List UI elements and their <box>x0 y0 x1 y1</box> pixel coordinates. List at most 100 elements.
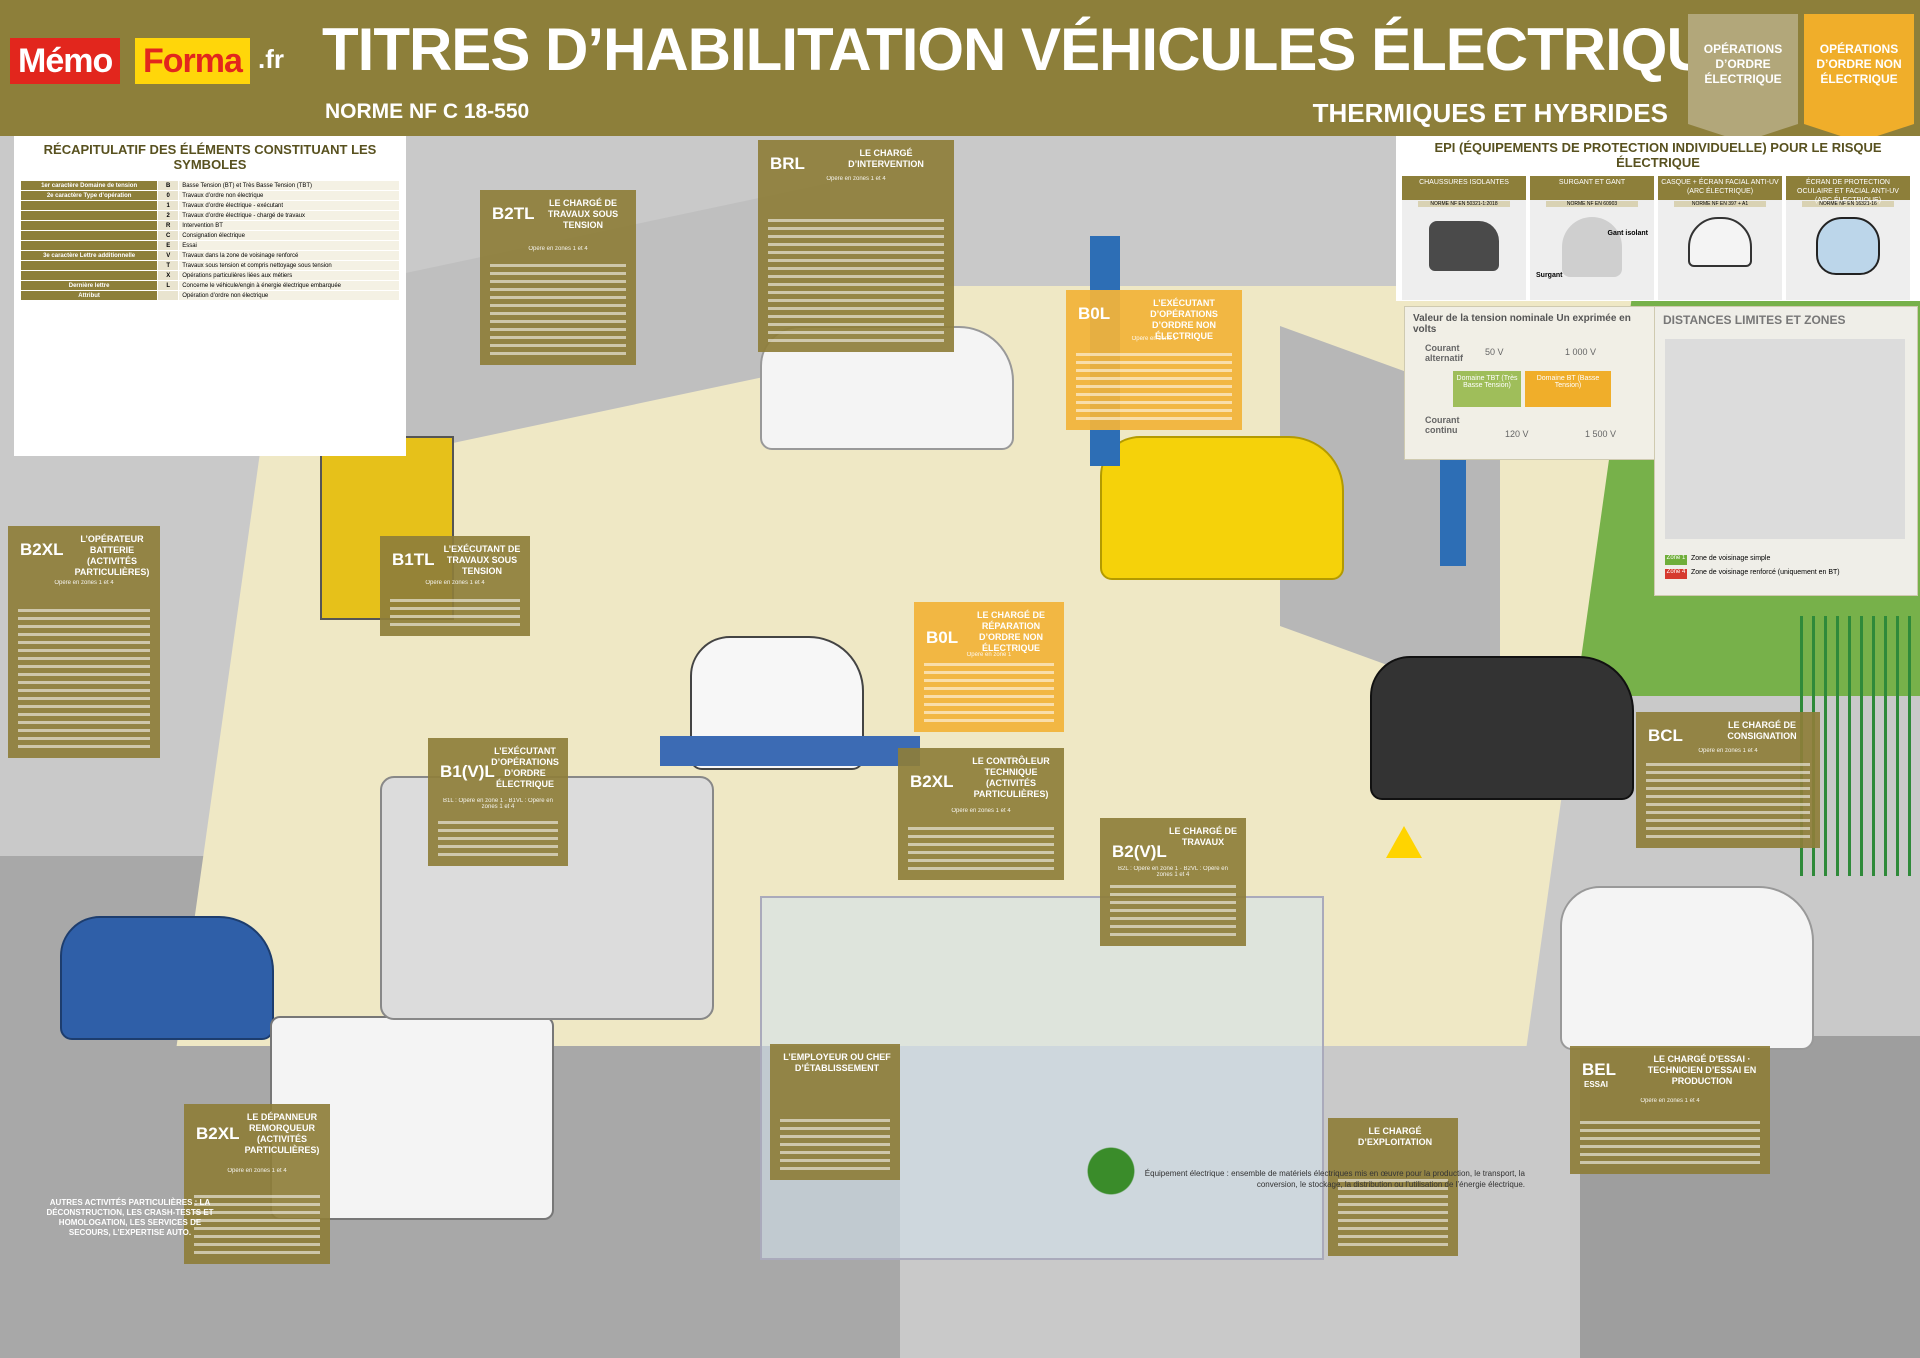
boots-icon <box>1429 221 1499 271</box>
panel-bcl-text <box>1646 758 1810 838</box>
bt-domain: Domaine BT (Basse Tension) <box>1525 371 1611 407</box>
recap-cell-value: Travaux d’ordre non électrique <box>178 190 400 201</box>
recap-cell-code <box>157 290 180 301</box>
logo-part-forma: Forma <box>135 38 250 84</box>
recap-cell-value: Travaux dans la zone de voisinage renfor… <box>178 250 400 261</box>
epi-gloves: SURGANT ET GANT NORME NF EN 60903 Gant i… <box>1530 176 1654 300</box>
panel-b2xl-depanneur: B2XL LE DÉPANNEUR REMORQUEUR (ACTIVITÉS … <box>184 1104 330 1264</box>
epi-helmet-norme: NORME NF EN 397 + A1 <box>1674 201 1766 207</box>
panel-brl-text <box>768 214 944 342</box>
recap-symbols-panel: RÉCAPITULATIF DES ÉLÉMENTS CONSTITUANT L… <box>14 136 406 456</box>
panel-brl-code: BRL <box>770 154 805 173</box>
panel-exploitation-text <box>1338 1174 1448 1246</box>
distances-panel: DISTANCES LIMITES ET ZONES Zone 1 Zone d… <box>1654 306 1918 596</box>
recap-cell-code: 2 <box>157 210 180 221</box>
legend-tag-non-electrique: OPÉRATIONS D’ORDRE NON ÉLECTRIQUE <box>1804 14 1914 142</box>
panel-bcl: BCL LE CHARGÉ DE CONSIGNATION Opère en z… <box>1636 712 1820 848</box>
recap-title: RÉCAPITULATIF DES ÉLÉMENTS CONSTITUANT L… <box>43 142 377 172</box>
green-fence <box>1800 616 1920 876</box>
epi-panel: EPI (ÉQUIPEMENTS DE PROTECTION INDIVIDUE… <box>1396 136 1920 301</box>
panel-b2vl-text <box>1110 880 1236 936</box>
recap-cell-value: Travaux d’ordre électrique - exécutant <box>178 200 400 211</box>
recap-cell-key: Dernière lettre <box>19 280 159 291</box>
epi-shield-norme: NORME NF EN 16321-16 <box>1802 201 1894 207</box>
zone4-label: Zone de voisinage renforcé (uniquement e… <box>1691 569 1840 576</box>
panel-b0l-reparation: B0L LE CHARGÉ DE RÉPARATION D’ORDRE NON … <box>914 602 1064 732</box>
panel-b1vl-role: L’EXÉCUTANT D’OPÉRATIONS D’ORDRE ÉLECTRI… <box>491 746 559 789</box>
panel-bel-code: BEL <box>1582 1060 1616 1079</box>
panel-bel-role: LE CHARGÉ D’ESSAI · TECHNICIEN D’ESSAI E… <box>1647 1054 1757 1086</box>
recap-cell-value: Basse Tension (BT) et Très Basse Tension… <box>178 180 400 191</box>
recap-cell-code: L <box>157 280 180 291</box>
recap-cell-value: Travaux sous tension et compris nettoyag… <box>178 260 400 271</box>
recap-cell-value: Travaux d’ordre électrique - chargé de t… <box>178 210 400 221</box>
recap-cell-key: 1er caractère Domaine de tension <box>19 180 159 191</box>
panel-b1tl: B1TL L’EXÉCUTANT DE TRAVAUX SOUS TENSION… <box>380 536 530 636</box>
recap-cell-key <box>19 220 159 231</box>
v120-label: 120 V <box>1505 429 1529 439</box>
panel-brl-zone: Opère en zones 1 et 4 <box>826 176 886 182</box>
panel-b0l-b-code: B0L <box>926 628 959 647</box>
panel-b2xl-controleur: B2XL LE CONTRÔLEUR TECHNIQUE (ACTIVITÉS … <box>898 748 1064 880</box>
epi-shoes-label: CHAUSSURES ISOLANTES <box>1402 176 1526 200</box>
panel-exploitation-role: LE CHARGÉ D’EXPLOITATION <box>1357 1126 1433 1147</box>
panel-brl: BRL LE CHARGÉ D’INTERVENTION Opère en zo… <box>758 140 954 352</box>
yellow-car <box>1100 436 1344 580</box>
footnote-definition: Équipement électrique : ensemble de maté… <box>1144 1169 1525 1189</box>
tbt-domain: Domaine TBT (Très Basse Tension) <box>1453 371 1521 407</box>
tension-title: Valeur de la tension nominale Un exprimé… <box>1413 313 1631 335</box>
panel-b2vl-code: B2(V)L <box>1112 842 1167 861</box>
norme-label: NORME NF C 18-550 <box>325 100 530 123</box>
epi-helmet: CASQUE + ÉCRAN FACIAL ANTI-UV (ARC ÉLECT… <box>1658 176 1782 300</box>
recap-cell-key <box>19 260 159 271</box>
panel-b1vl: B1(V)L L’EXÉCUTANT D’OPÉRATIONS D’ORDRE … <box>428 738 568 866</box>
panel-b0l-a-zone: Opère en zone 1 <box>1131 336 1177 342</box>
panel-b2tl-role: LE CHARGÉ DE TRAVAUX SOUS TENSION <box>547 198 619 230</box>
epi-face-shield: ÉCRAN DE PROTECTION OCULAIRE ET FACIAL A… <box>1786 176 1910 300</box>
panel-b2xl-a-role: L’OPÉRATEUR BATTERIE (ACTIVITÉS PARTICUL… <box>74 534 150 577</box>
plant-icon <box>1076 1126 1146 1216</box>
panel-employeur-text <box>780 1114 890 1170</box>
workshop-illustration <box>0 136 1920 1358</box>
panel-exploitation: LE CHARGÉ D’EXPLOITATION <box>1328 1118 1458 1256</box>
panel-b2tl-text <box>490 259 626 355</box>
legend-tag-electrique: OPÉRATIONS D’ORDRE ÉLECTRIQUE <box>1688 14 1798 142</box>
panel-b1tl-role: L’EXÉCUTANT DE TRAVAUX SOUS TENSION <box>443 544 521 576</box>
v50-label: 50 V <box>1485 347 1504 357</box>
panel-b1vl-zone: B1L : Opère en zone 1 · B1VL : Opère en … <box>443 798 553 810</box>
header-banner: Mémo Forma .fr TITRES D’HABILITATION VÉH… <box>0 0 1920 142</box>
panel-b2xl-b-role: LE CONTRÔLEUR TECHNIQUE (ACTIVITÉS PARTI… <box>972 756 1050 799</box>
panel-employeur-role: L’EMPLOYEUR OU CHEF D’ÉTABLISSEMENT <box>783 1052 891 1073</box>
black-ev-chassis <box>1370 656 1634 800</box>
epi-gloves-label: SURGANT ET GANT <box>1530 176 1654 200</box>
panel-employeur: L’EMPLOYEUR OU CHEF D’ÉTABLISSEMENT <box>770 1044 900 1180</box>
distances-diagram <box>1665 339 1905 539</box>
recap-cell-code: V <box>157 250 180 261</box>
page-title: TITRES D’HABILITATION VÉHICULES ÉLECTRIQ… <box>322 16 1788 83</box>
recap-cell-code: R <box>157 220 180 231</box>
panel-b2xl-c-role: LE DÉPANNEUR REMORQUEUR (ACTIVITÉS PARTI… <box>244 1112 320 1155</box>
recap-cell-value: Essai <box>178 240 400 251</box>
panel-b2xl-b-code: B2XL <box>910 772 954 791</box>
blue-car-tow <box>60 916 274 1040</box>
recap-cell-key <box>19 270 159 281</box>
memoforma-logo[interactable]: Mémo Forma .fr <box>10 38 284 84</box>
zone1-label: Zone de voisinage simple <box>1691 555 1771 562</box>
v1000-label: 1 000 V <box>1565 347 1597 357</box>
helmet-icon <box>1688 217 1752 267</box>
panel-bcl-code: BCL <box>1648 726 1683 745</box>
epi-gloves-norme: NORME NF EN 60903 <box>1546 201 1638 207</box>
panel-b1tl-code: B1TL <box>392 550 435 569</box>
recap-cell-value: Concerne le véhicule/engin à énergie éle… <box>178 280 400 291</box>
panel-brl-role: LE CHARGÉ D’INTERVENTION <box>848 148 924 169</box>
recap-cell-value: Consignation électrique <box>178 230 400 241</box>
zone1-swatch: Zone 1 <box>1665 555 1687 565</box>
